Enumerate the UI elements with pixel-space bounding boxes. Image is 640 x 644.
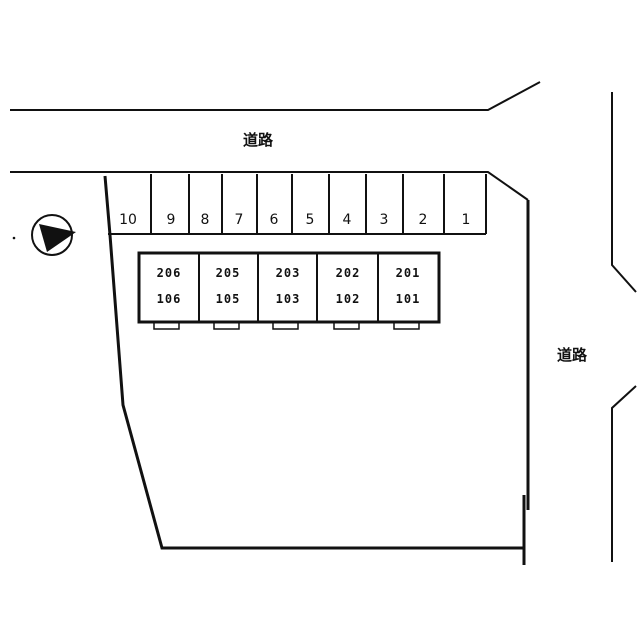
north-road-edge-bottom — [10, 171, 529, 201]
parking-space-number: 9 — [167, 212, 176, 228]
unit-number-upper: 201 — [396, 266, 421, 280]
entrance-step — [333, 321, 360, 330]
entrance-step — [153, 321, 180, 330]
parking-space-number: 1 — [462, 212, 471, 228]
unit-number-lower: 102 — [336, 292, 361, 306]
parking-space-number: 8 — [201, 212, 210, 228]
parking-space-number: 6 — [270, 212, 279, 228]
east-road-edge — [611, 92, 637, 562]
unit-number-upper: 203 — [276, 266, 301, 280]
unit-number-lower: 105 — [216, 292, 241, 306]
map-speck — [12, 236, 16, 240]
parking-space-number: 3 — [380, 212, 389, 228]
parking-space-number: 5 — [306, 212, 315, 228]
unit-number-lower: 106 — [157, 292, 182, 306]
parking-space-number: 2 — [419, 212, 428, 228]
north-road — [10, 81, 541, 201]
north-road-edge-top — [10, 81, 541, 111]
east-road-label: 道路 — [557, 346, 588, 364]
parking-space-number: 4 — [343, 212, 352, 228]
unit-number-upper: 205 — [216, 266, 241, 280]
apartment-building — [137, 251, 441, 330]
north-arrow-icon — [31, 214, 76, 256]
parking-space-number: 10 — [119, 212, 137, 228]
unit-number-lower: 101 — [396, 292, 421, 306]
building-outline — [137, 251, 441, 324]
north-road-label: 道路 — [243, 131, 274, 149]
unit-number-upper: 206 — [157, 266, 182, 280]
entrance-step — [272, 321, 299, 330]
unit-number-lower: 103 — [276, 292, 301, 306]
lot-boundary — [103, 175, 530, 565]
unit-number-upper: 202 — [336, 266, 361, 280]
parking-row — [108, 174, 487, 235]
entrance-step — [213, 321, 240, 330]
entrance-step — [393, 321, 420, 330]
parking-space-number: 7 — [235, 212, 244, 228]
